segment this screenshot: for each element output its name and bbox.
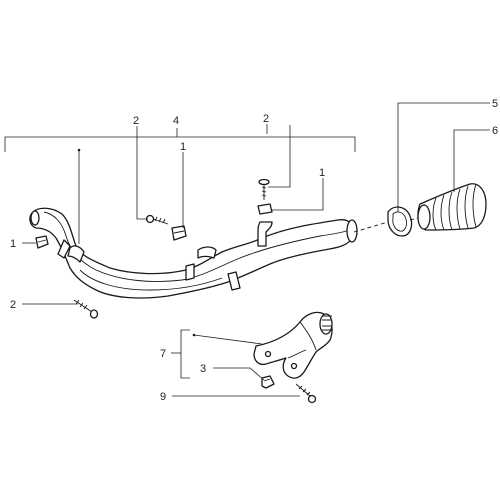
screw-mid [145, 214, 169, 225]
clip-part-left [35, 235, 49, 249]
screw-left [73, 299, 99, 319]
callout-2-mid: 2 [133, 115, 139, 127]
screw-right [258, 178, 270, 200]
callout-5: 5 [492, 98, 498, 110]
callout-2-right: 2 [263, 113, 269, 125]
clip-part-right [257, 203, 273, 215]
clip-part-mid [171, 225, 187, 241]
screw-part-9 [295, 383, 317, 404]
frame-tube-assembly [29, 207, 358, 299]
gasket-ring [387, 206, 413, 237]
callout-3: 3 [200, 363, 206, 375]
callout-6: 6 [492, 125, 498, 137]
nut-part-3 [261, 375, 275, 389]
callout-9: 9 [160, 391, 166, 403]
callout-7: 7 [160, 348, 166, 360]
callout-1-right: 1 [319, 167, 325, 179]
bracket-part-7 [253, 311, 333, 379]
assembly-bracket-4 [4, 128, 356, 152]
callout-2-left: 2 [10, 299, 16, 311]
callout-1-mid: 1 [180, 141, 186, 153]
callout-1-left: 1 [10, 238, 16, 250]
leader-lines [22, 102, 490, 397]
callout-4: 4 [173, 115, 179, 127]
rubber-bellows [417, 183, 487, 231]
